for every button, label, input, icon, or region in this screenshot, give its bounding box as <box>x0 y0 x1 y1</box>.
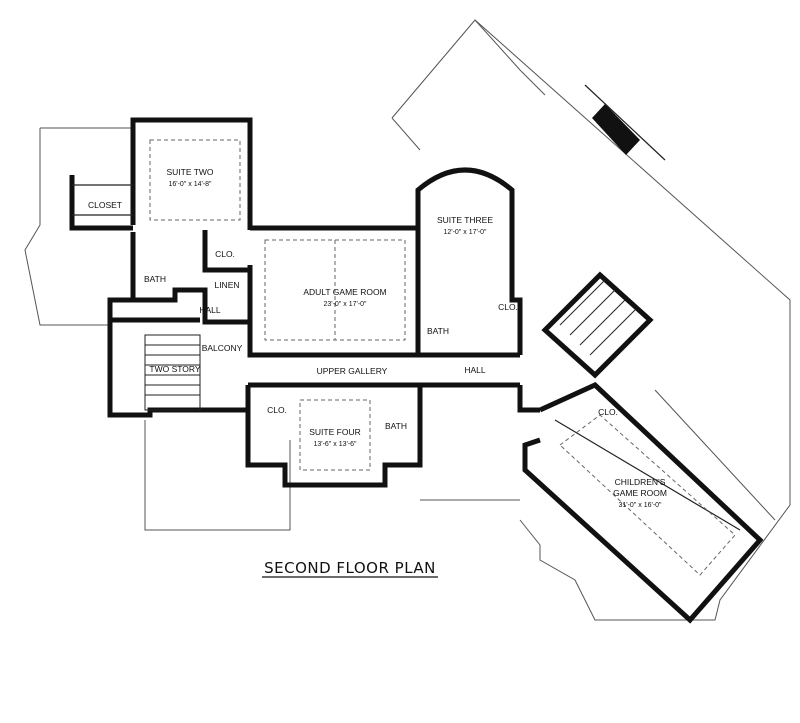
dims-childrens-game-room: 31'-0" x 16'-0" <box>618 502 662 509</box>
label-suite-four: SUITE FOUR <box>309 427 360 437</box>
plan-title-text: SECOND FLOOR PLAN <box>264 559 436 577</box>
label-closet: CLOSET <box>88 200 122 210</box>
label-balcony: BALCONY <box>202 343 243 353</box>
label-bath-b: BATH <box>427 326 449 336</box>
roof-outline <box>24 19 791 621</box>
label-bath-a: BATH <box>144 274 166 284</box>
label-childrens-game-room: CHILDREN'S <box>615 477 666 487</box>
label-clo-d: CLO. <box>598 407 618 417</box>
label-clo-a: CLO. <box>215 249 235 259</box>
dims-suite-three: 12'-0" x 17'-0" <box>443 229 487 236</box>
label-two-story: TWO STORY <box>149 364 200 374</box>
label-clo-c: CLO. <box>267 405 287 415</box>
label-upper-gallery: UPPER GALLERY <box>317 366 388 376</box>
dims-adult-game-room: 23'-0" x 17'-0" <box>323 301 367 308</box>
label-clo-b: CLO. <box>498 302 518 312</box>
dims-suite-four: 13'-6" x 13'-6" <box>313 441 357 448</box>
walls <box>69 117 764 624</box>
label-adult-game-room: ADULT GAME ROOM <box>303 287 386 297</box>
label-hall-b: HALL <box>464 365 486 375</box>
label-bath-c: BATH <box>385 421 407 431</box>
room-labels: SUITE TWO 16'-0" x 14'-8" SUITE THREE 12… <box>88 167 667 509</box>
plan-title: SECOND FLOOR PLAN <box>262 559 438 578</box>
chimney <box>584 84 666 161</box>
ceiling-lines <box>149 139 736 576</box>
label-linen: LINEN <box>214 280 239 290</box>
label-childrens-game-room-2: GAME ROOM <box>613 488 667 498</box>
label-suite-three: SUITE THREE <box>437 215 493 225</box>
stairs <box>144 279 636 411</box>
dims-suite-two: 16'-0" x 14'-8" <box>168 181 212 188</box>
label-hall-a: HALL <box>199 305 221 315</box>
label-suite-two: SUITE TWO <box>166 167 213 177</box>
